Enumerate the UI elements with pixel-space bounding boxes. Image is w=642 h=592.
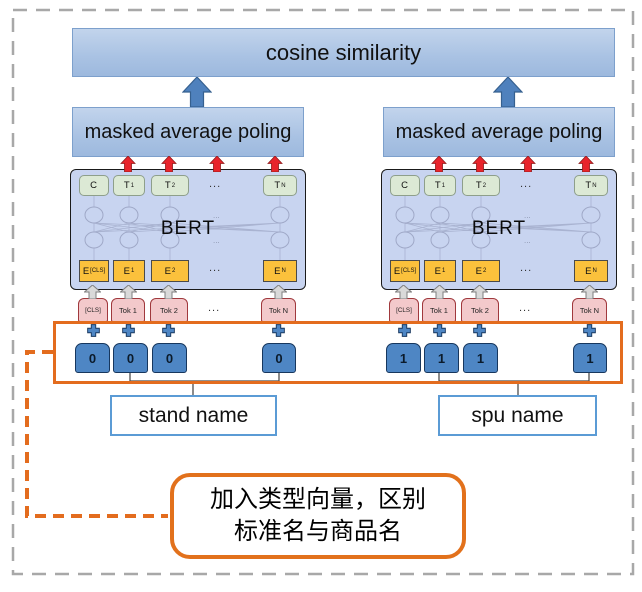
gray-up-arrow-icon <box>581 285 598 299</box>
embedding-dots: ... <box>209 262 222 274</box>
hidden-layer-dots: ... <box>213 236 220 245</box>
type-vector-value: 1 <box>463 343 498 373</box>
up-arrow-icon <box>493 77 523 107</box>
gray-up-arrow-icon <box>471 285 488 299</box>
input-token-1: Tok 1 <box>422 298 456 322</box>
bert-network-graphic: ... ... <box>395 196 601 260</box>
plus-icon <box>398 324 411 337</box>
type-vector-value: 1 <box>386 343 421 373</box>
outer-dashed-border <box>11 8 635 576</box>
red-up-arrow-icon <box>161 156 177 172</box>
hidden-layer-dots: ... <box>213 211 220 220</box>
output-dots: ... <box>520 178 533 190</box>
left-tower: masked average poling ... ... <box>70 0 306 445</box>
cosine-similarity-box: cosine similarity <box>72 28 615 77</box>
masked-average-pooling-box: masked average poling <box>383 107 615 157</box>
red-up-arrow-icon <box>120 156 136 172</box>
gray-up-arrow-icon <box>120 285 137 299</box>
bert-label: BERT <box>471 218 527 239</box>
plus-icon <box>87 324 100 337</box>
input-token-n: Tok N <box>572 298 607 322</box>
output-dots: ... <box>209 178 222 190</box>
gray-up-arrow-icon <box>84 285 101 299</box>
masked-average-pooling-box: masked average poling <box>72 107 304 157</box>
embedding-ecls: E[CLS] <box>390 260 420 282</box>
red-up-arrow-icon <box>267 156 283 172</box>
bert-label: BERT <box>160 218 216 239</box>
input-token-cls: [CLS] <box>78 298 108 322</box>
plus-icon <box>162 324 175 337</box>
type-vector-value: 0 <box>152 343 187 373</box>
plus-icon <box>473 324 486 337</box>
input-token-1: Tok 1 <box>111 298 145 322</box>
callout-dashed-connector <box>25 350 168 518</box>
embedding-dots: ... <box>520 262 533 274</box>
plus-icon <box>583 324 596 337</box>
plus-icon <box>122 324 135 337</box>
callout-line2: 标准名与商品名 <box>234 518 402 545</box>
type-vector-highlight-rect <box>53 321 623 384</box>
cosine-similarity-label: cosine similarity <box>265 39 422 65</box>
type-vector-value: 0 <box>113 343 148 373</box>
up-arrow-icon <box>182 77 212 107</box>
output-token-c: C <box>79 175 109 196</box>
type-vector-value: 1 <box>573 343 607 373</box>
stand-name-box: stand name <box>110 395 277 436</box>
type-vector-value: 0 <box>262 343 296 373</box>
gray-up-arrow-icon <box>431 285 448 299</box>
pooling-label: masked average poling <box>395 120 603 143</box>
red-up-arrow-icon <box>578 156 594 172</box>
pooling-label: masked average poling <box>84 120 292 143</box>
input-token-n: Tok N <box>261 298 296 322</box>
gray-up-arrow-icon <box>160 285 177 299</box>
input-token-cls: [CLS] <box>389 298 419 322</box>
spu-name-box: spu name <box>438 395 597 436</box>
red-up-arrow-icon <box>431 156 447 172</box>
input-token-2: Tok 2 <box>461 298 499 322</box>
input-dots: ... <box>208 302 221 314</box>
embedding-ecls: E[CLS] <box>79 260 109 282</box>
hidden-layer-dots: ... <box>524 236 531 245</box>
red-up-arrow-icon <box>209 156 225 172</box>
input-dots: ... <box>519 302 532 314</box>
plus-icon <box>272 324 285 337</box>
red-up-arrow-icon <box>472 156 488 172</box>
callout-line1: 加入类型向量，区别 <box>210 485 426 513</box>
type-vector-value: 1 <box>424 343 459 373</box>
plus-icon <box>433 324 446 337</box>
output-token-c: C <box>390 175 420 196</box>
input-token-2: Tok 2 <box>150 298 188 322</box>
spu-name-label: spu name <box>471 403 564 427</box>
red-up-arrow-icon <box>520 156 536 172</box>
type-vector-value: 0 <box>75 343 110 373</box>
callout-bubble: 加入类型向量，区别 标准名与商品名 <box>170 473 466 559</box>
bert-network-graphic: ... ... <box>84 196 290 260</box>
gray-up-arrow-icon <box>270 285 287 299</box>
gray-up-arrow-icon <box>395 285 412 299</box>
stand-name-label: stand name <box>138 403 249 427</box>
hidden-layer-dots: ... <box>524 211 531 220</box>
